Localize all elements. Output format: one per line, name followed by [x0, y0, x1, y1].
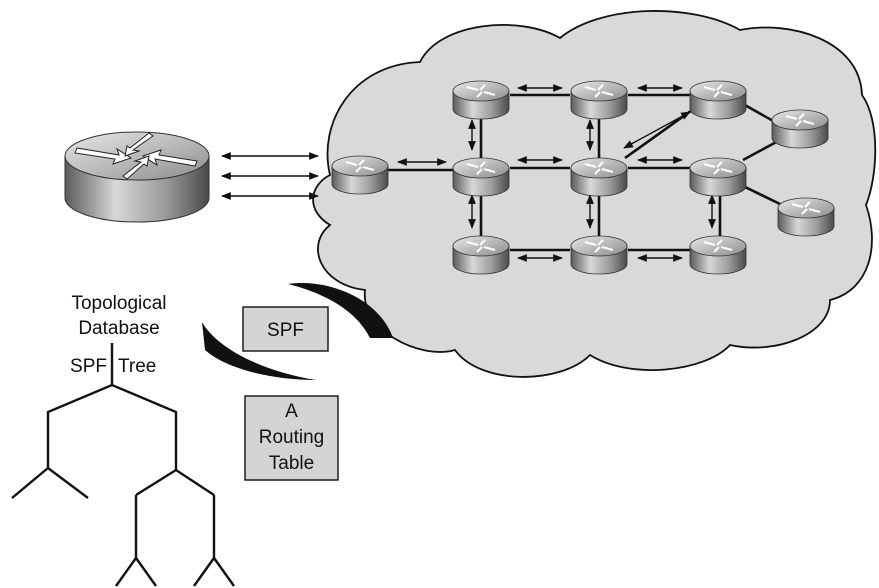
routing-table-box	[244, 395, 339, 481]
router-icon	[570, 80, 628, 120]
router-icon	[689, 157, 747, 197]
router-icon	[452, 80, 510, 120]
router-icon	[689, 235, 747, 275]
swoosh-lower	[202, 322, 316, 380]
tree-label: Tree	[118, 356, 156, 377]
database-label: Database	[78, 318, 159, 339]
routing-table-line3: Table	[269, 453, 314, 474]
routing-table-line2: Routing	[259, 427, 325, 448]
spf-box-label: SPF	[267, 320, 304, 341]
topological-label: Topological	[71, 293, 166, 314]
router-icon	[689, 80, 747, 120]
router-icon	[452, 157, 510, 197]
double-arrow-icon	[397, 84, 716, 262]
swoosh-upper	[288, 283, 393, 338]
router-icon	[777, 197, 835, 237]
router-icon	[64, 131, 210, 223]
spf-tree-left-label: SPF	[70, 356, 107, 377]
router-icon	[331, 155, 389, 195]
spf-tree	[11, 343, 235, 587]
double-arrow-icon	[221, 152, 319, 200]
router-icon	[570, 235, 628, 275]
router-icon	[452, 235, 510, 275]
router-icon	[570, 157, 628, 197]
routing-table-line1: A	[285, 401, 298, 422]
spf-box	[242, 306, 329, 352]
router-icon	[771, 109, 829, 149]
